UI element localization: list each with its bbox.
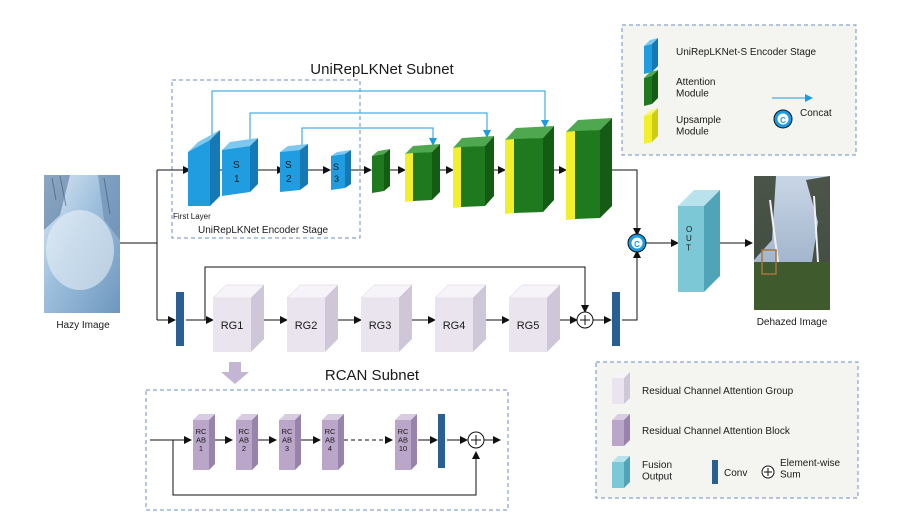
svg-text:2: 2	[286, 174, 292, 185]
rg-blocks: RG1 RG2 RG3 RG4 RG5	[212, 284, 561, 352]
legend-conv-icon	[712, 460, 718, 484]
flow-lines	[120, 166, 753, 324]
legend-rcag-text: Residual Channel Attention Group	[642, 386, 794, 397]
rg-block-1: RG1	[212, 284, 265, 352]
concat-node: C	[627, 233, 647, 253]
dehazed-image	[754, 176, 830, 310]
unirep-subnet-title: UniRepLKNet Subnet	[310, 61, 454, 78]
dehazed-image-label: Dehazed Image	[757, 317, 828, 328]
expand-arrow	[221, 362, 249, 384]
legend-conv-text: Conv	[724, 468, 747, 479]
svg-text:S: S	[285, 160, 292, 171]
decoder-block-3	[453, 136, 494, 208]
legend-sum-icon	[761, 465, 775, 479]
element-sum-main	[576, 311, 594, 329]
svg-text:1: 1	[234, 174, 240, 185]
legend-rcag: Residual Channel Attention Group	[612, 372, 794, 404]
rcan-detail-lines	[150, 436, 501, 496]
rg-block-label: RG2	[295, 320, 318, 332]
decoder-block-5	[566, 118, 612, 220]
conv-block-rcan-in	[176, 292, 184, 346]
rg-block-3: RG3	[360, 284, 413, 352]
svg-text:C: C	[634, 240, 640, 249]
skip-connections	[211, 90, 549, 148]
unirep-encoder-panel	[171, 79, 361, 239]
encoder-stage-caption: UniRepLKNet Encoder Stage	[198, 225, 329, 236]
encoder-first-layer	[188, 130, 220, 206]
legend-concat-text: Concat	[800, 108, 832, 119]
svg-text:S: S	[233, 160, 240, 171]
svg-text:C: C	[780, 116, 786, 125]
legend-encoder-stage-text: UniRepLKNet-S Encoder Stage	[676, 47, 817, 58]
encoder-stage-s2: S 2	[280, 144, 308, 192]
conv-block-rcan-detail	[438, 414, 445, 468]
legend-top-panel	[621, 24, 857, 156]
svg-text:3: 3	[334, 174, 339, 184]
legend-encoder-stage: UniRepLKNet-S Encoder Stage	[644, 38, 817, 74]
rg-block-4: RG4	[434, 284, 487, 352]
rg-block-label: RG5	[517, 320, 540, 332]
encoder-stage-s3: S 3	[331, 150, 351, 190]
legend-concat-icon: C	[773, 109, 793, 129]
legend-bottom-panel	[595, 361, 859, 499]
hazy-image-label: Hazy Image	[56, 320, 110, 331]
first-layer-label: First Layer	[173, 212, 211, 221]
decoder-block-4	[505, 126, 554, 214]
conv-block-rcan-out	[612, 292, 620, 346]
hazy-image	[44, 175, 120, 313]
encoder-stage-s1: S 1	[222, 138, 258, 196]
rg-block-label: RG4	[443, 320, 466, 332]
rcan-detail-panel	[145, 389, 509, 511]
svg-text:S: S	[333, 162, 339, 172]
decoder-block-2	[405, 144, 440, 202]
rcan-subnet-title: RCAN Subnet	[325, 367, 420, 384]
rg-block-label: RG1	[221, 320, 244, 332]
element-sum-detail	[467, 431, 485, 449]
attention-module-1	[372, 149, 390, 193]
legend-rcab-text: Residual Channel Attention Block	[642, 426, 791, 437]
rg-block-5: RG5	[508, 284, 561, 352]
legend-rcab: Residual Channel Attention Block	[612, 414, 791, 446]
rg-block-label: RG3	[369, 320, 392, 332]
rg-block-2: RG2	[286, 284, 339, 352]
